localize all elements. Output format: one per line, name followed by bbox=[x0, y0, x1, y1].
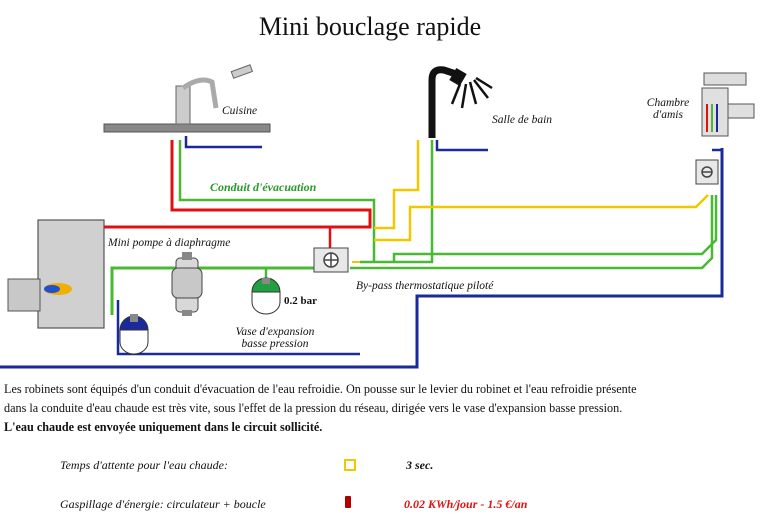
kitchen-faucet-icon bbox=[175, 64, 254, 125]
description-line1: Les robinets sont équipés d'un conduit d… bbox=[4, 382, 637, 396]
label-conduit: Conduit d'évacuation bbox=[210, 180, 317, 194]
return-to-chambre bbox=[350, 195, 714, 270]
diagram-title: Mini bouclage rapide bbox=[258, 12, 482, 41]
waste-color-swatch bbox=[345, 496, 351, 508]
return-to-chambre-2 bbox=[392, 195, 718, 262]
evacuation-conduit bbox=[178, 140, 376, 262]
wait-time-value: 3 sec. bbox=[406, 458, 434, 472]
label-salle-de-bain: Salle de bain bbox=[492, 114, 553, 126]
label-vase-line2: basse pression bbox=[241, 338, 309, 350]
mixed-pipe-chambre bbox=[374, 194, 709, 242]
heater-burner-box bbox=[7, 278, 41, 312]
bedroom-mixer-tap-icon bbox=[701, 72, 755, 137]
label-vase-line1: Vase d'expansion bbox=[235, 326, 315, 338]
plumbing-diagram bbox=[0, 64, 755, 369]
bedroom-bypass-valve-icon bbox=[695, 159, 719, 185]
water-heater bbox=[37, 219, 105, 329]
expansion-vessel-icon bbox=[251, 277, 281, 315]
cold-branch-sdb bbox=[435, 140, 488, 152]
label-cuisine: Cuisine bbox=[222, 105, 258, 117]
wait-color-swatch bbox=[344, 459, 356, 471]
diaphragm-pump-icon bbox=[171, 252, 203, 316]
cold-main-pipe bbox=[0, 148, 724, 369]
description-line2: dans la conduite d'eau chaude est très v… bbox=[4, 401, 623, 415]
label-pressure: 0.2 bar bbox=[284, 295, 317, 307]
energy-waste-label: Gaspillage d'énergie: circulateur + bouc… bbox=[60, 497, 266, 511]
shower-head-icon bbox=[428, 66, 493, 138]
cold-branch-cuisine bbox=[184, 136, 262, 149]
kitchen-counter bbox=[103, 123, 271, 133]
label-chambre-line1: Chambre bbox=[646, 97, 690, 109]
hot-water-pipe bbox=[104, 140, 372, 229]
label-pompe: Mini pompe à diaphragme bbox=[108, 237, 231, 249]
label-vase: Vase d'expansion basse pression bbox=[220, 326, 330, 350]
mixed-pipe-sdb bbox=[374, 140, 420, 230]
label-chambre-line2: d'amis bbox=[653, 109, 683, 121]
return-main-pipe bbox=[110, 266, 316, 315]
label-bypass: By-pass thermostatique piloté bbox=[356, 280, 494, 292]
description: Les robinets sont équipés d'un conduit d… bbox=[4, 380, 776, 437]
description-line3: L'eau chaude est envoyée uniquement dans… bbox=[4, 420, 323, 434]
cold-branch-heater bbox=[116, 300, 360, 356]
thermostatic-bypass-icon bbox=[313, 247, 349, 273]
flame-icon bbox=[44, 283, 72, 295]
return-to-sdb bbox=[360, 140, 434, 264]
heater-expansion-vessel-icon bbox=[119, 314, 149, 355]
label-chambre: Chambre d'amis bbox=[638, 97, 698, 121]
wait-time-label: Temps d'attente pour l'eau chaude: bbox=[60, 458, 228, 472]
energy-waste-value: 0.02 KWh/jour - 1.5 €/an bbox=[404, 497, 528, 511]
